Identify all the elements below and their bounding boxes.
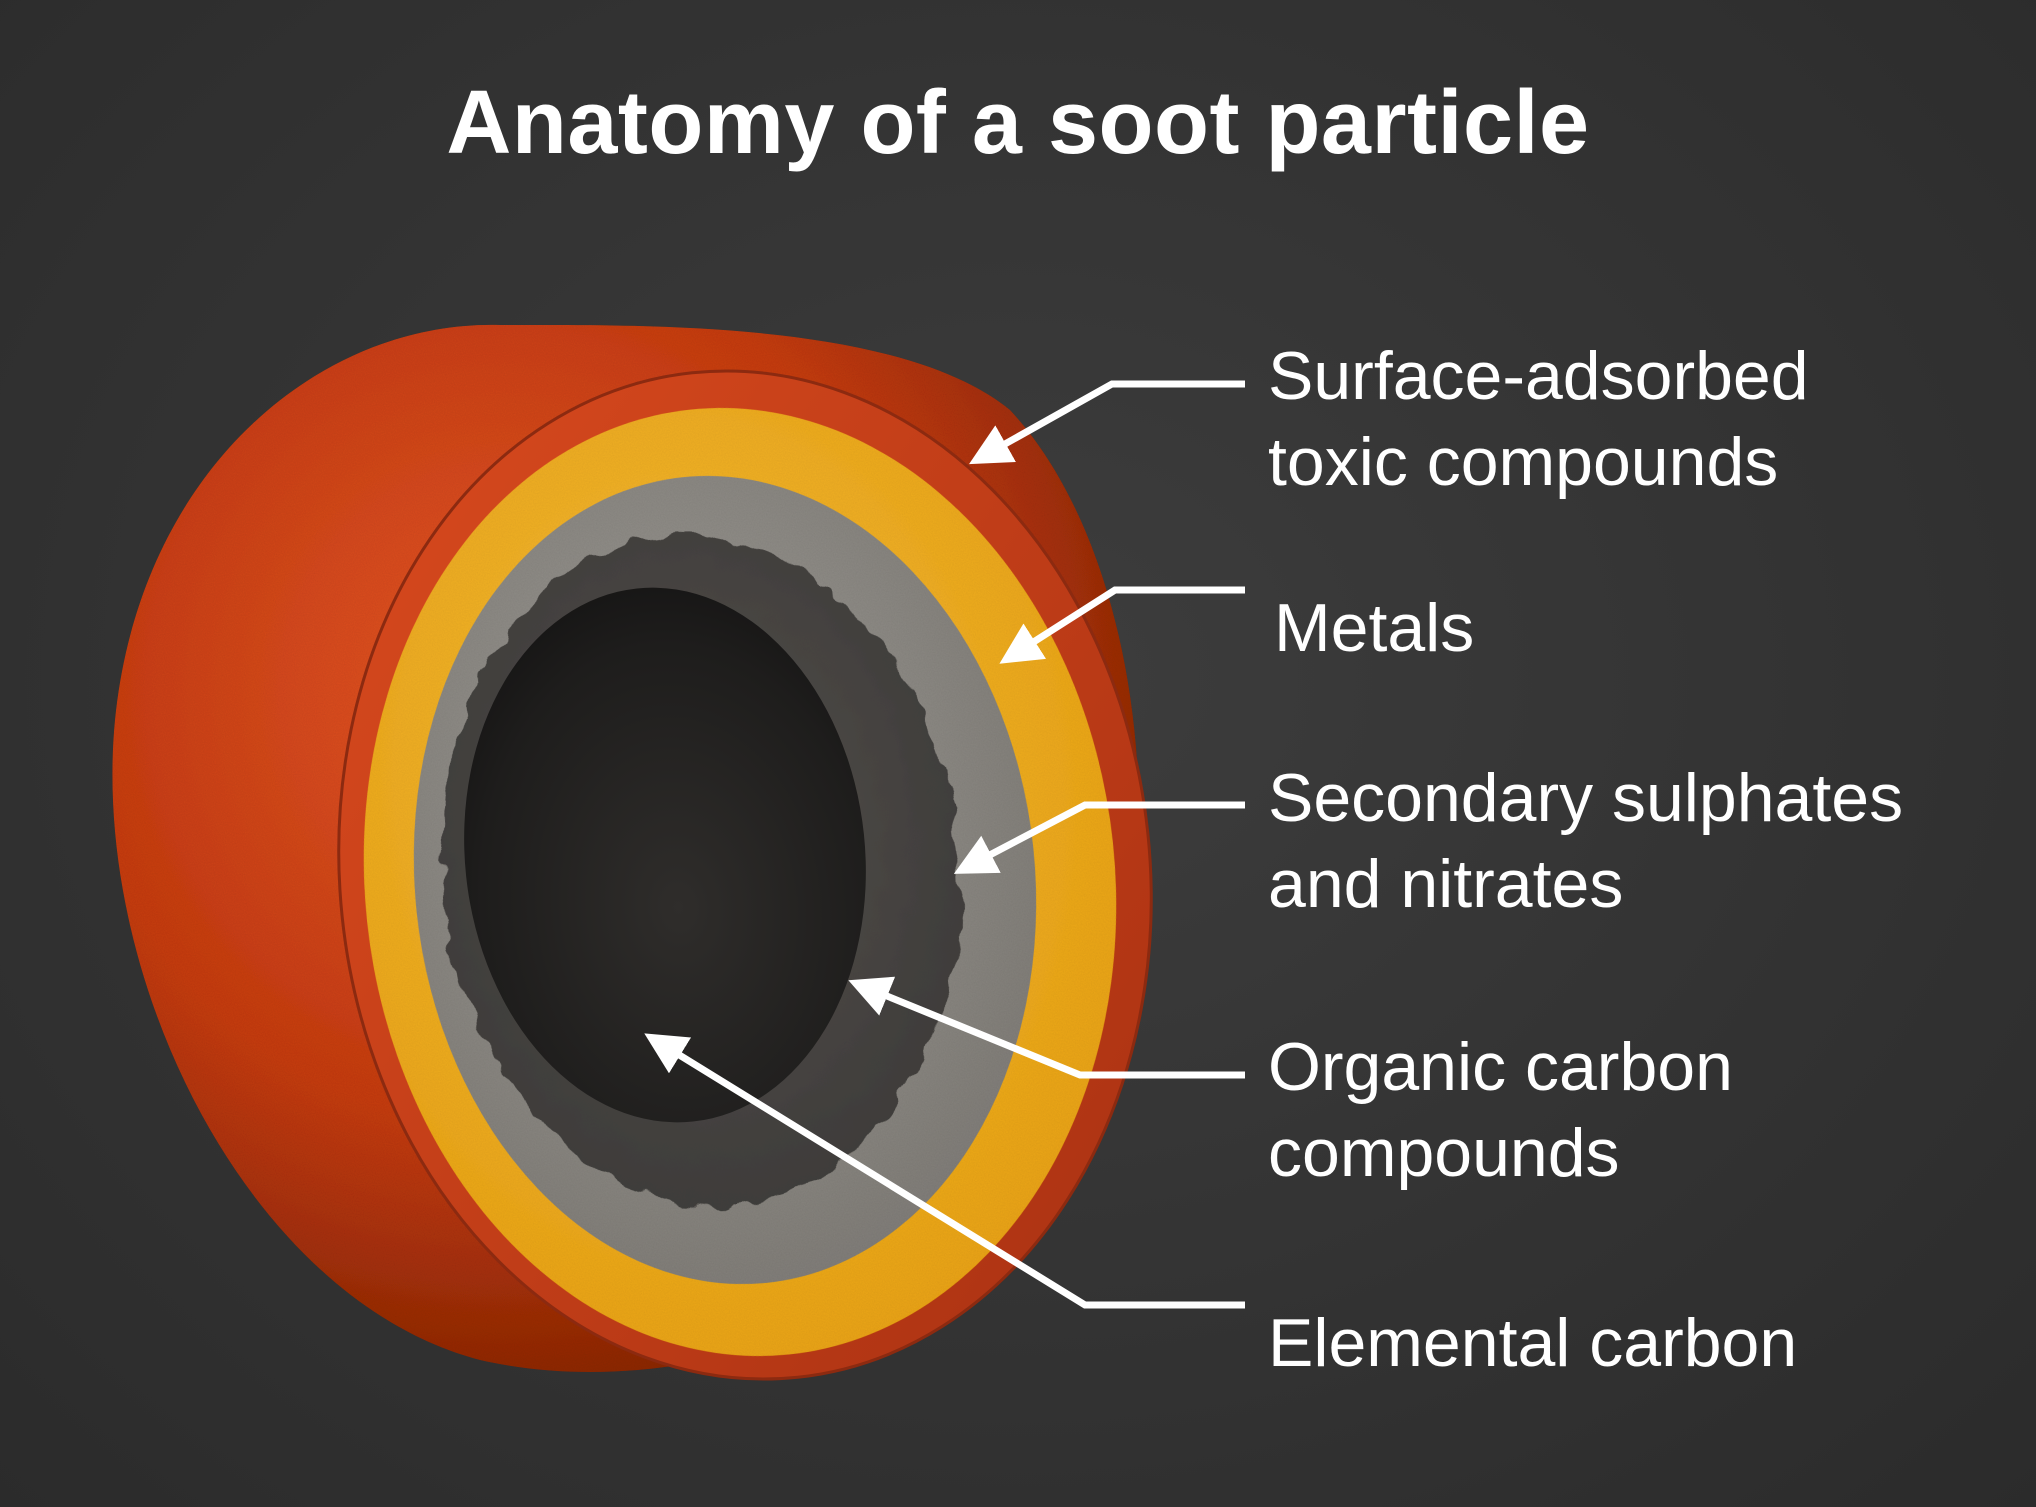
arrow-organic: [848, 976, 1245, 1079]
arrow-surface: [969, 380, 1245, 465]
label-metals: Metals: [1274, 590, 1475, 666]
elemental-carbon-core: [464, 587, 866, 1123]
page-title: Anatomy of a soot particle: [446, 73, 1590, 173]
label-surface-adsorbed: Surface-adsorbed toxic compounds: [1268, 338, 1809, 500]
label-elemental-carbon: Elemental carbon: [1268, 1305, 1798, 1381]
arrow-sulphates: [953, 801, 1245, 874]
label-sulphates-nitrates: Secondary sulphates and nitrates: [1268, 760, 1904, 922]
arrow-metals: [999, 586, 1245, 664]
arrow-elemental: [644, 1033, 1245, 1309]
label-organic-carbon: Organic carbon compounds: [1268, 1029, 1733, 1191]
